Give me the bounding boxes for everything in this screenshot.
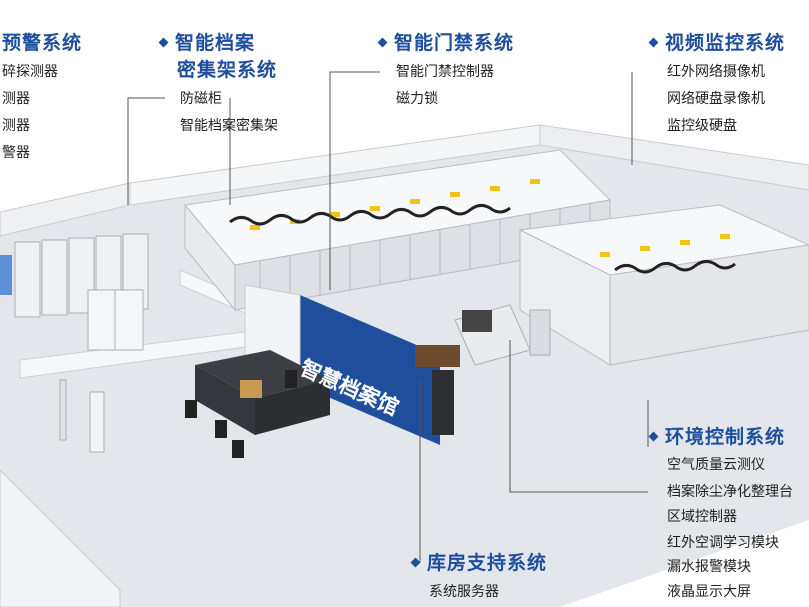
- diamond-icon: [648, 431, 659, 441]
- leader-lines: [127, 71, 649, 562]
- env-item: 区域控制器: [667, 509, 737, 525]
- cable-chain-right: [614, 259, 736, 274]
- env-item: 空气质量云测仪: [667, 457, 765, 473]
- alarm-item: 警器: [2, 145, 30, 161]
- storage-item: 系统服务器: [429, 584, 499, 600]
- archive-system-title: 智能档案: [158, 31, 255, 55]
- access-item: 智能门禁控制器: [396, 64, 494, 80]
- wall-screen: [0, 255, 12, 295]
- outer-wall-left: [0, 469, 121, 607]
- alarm-item: 测器: [2, 118, 30, 134]
- env-item: 红外空调学习模块: [667, 535, 779, 551]
- env-item: 档案除尘净化整理台: [667, 484, 793, 500]
- box: [240, 380, 262, 398]
- access-system-title: 智能门禁系统: [377, 31, 514, 55]
- env-item: 漏水报警模块: [667, 559, 751, 575]
- alarm-item: 测器: [2, 91, 30, 107]
- left-back-wall: [0, 182, 131, 237]
- storage-system-title: 库房支持系统: [410, 551, 547, 575]
- display-stand: [432, 370, 454, 435]
- video-system-title: 视频监控系统: [648, 31, 785, 55]
- magnetic-cabinets: [14, 233, 149, 318]
- alarm-item: 碎探测器: [2, 64, 58, 80]
- video-item: 网络硬盘录像机: [667, 91, 765, 107]
- diamond-icon: [158, 37, 169, 47]
- archive-item: 防磁柜: [180, 91, 222, 107]
- cable-chain: [229, 203, 511, 226]
- right-shelf-side: [519, 229, 611, 366]
- env-system-title: 环境控制系统: [648, 425, 785, 449]
- archive-item: 智能档案密集架: [180, 118, 278, 134]
- desk-front: [255, 380, 330, 435]
- video-item: 监控级硬盘: [667, 118, 737, 134]
- env-item: 液晶显示大屏: [667, 584, 751, 600]
- access-item: 磁力锁: [396, 91, 438, 107]
- diamond-icon: [648, 37, 659, 47]
- video-item: 红外网络摄像机: [667, 64, 765, 80]
- purifier-station: [529, 309, 551, 356]
- small-desk: [415, 345, 460, 367]
- alarm-system-title: 预警系统: [2, 32, 83, 54]
- gate-post: [59, 379, 67, 441]
- right-back-wall: [539, 124, 809, 191]
- hall-wall: [300, 295, 440, 445]
- gate-panel: [89, 391, 105, 453]
- diamond-icon: [377, 37, 388, 47]
- chairs: [185, 370, 297, 458]
- archive-system-title-2: 密集架系统: [177, 59, 278, 81]
- right-shelf-yellow-tags: [600, 234, 730, 257]
- desk-side: [195, 365, 255, 435]
- diamond-icon: [410, 557, 421, 567]
- console-screen: [462, 310, 492, 332]
